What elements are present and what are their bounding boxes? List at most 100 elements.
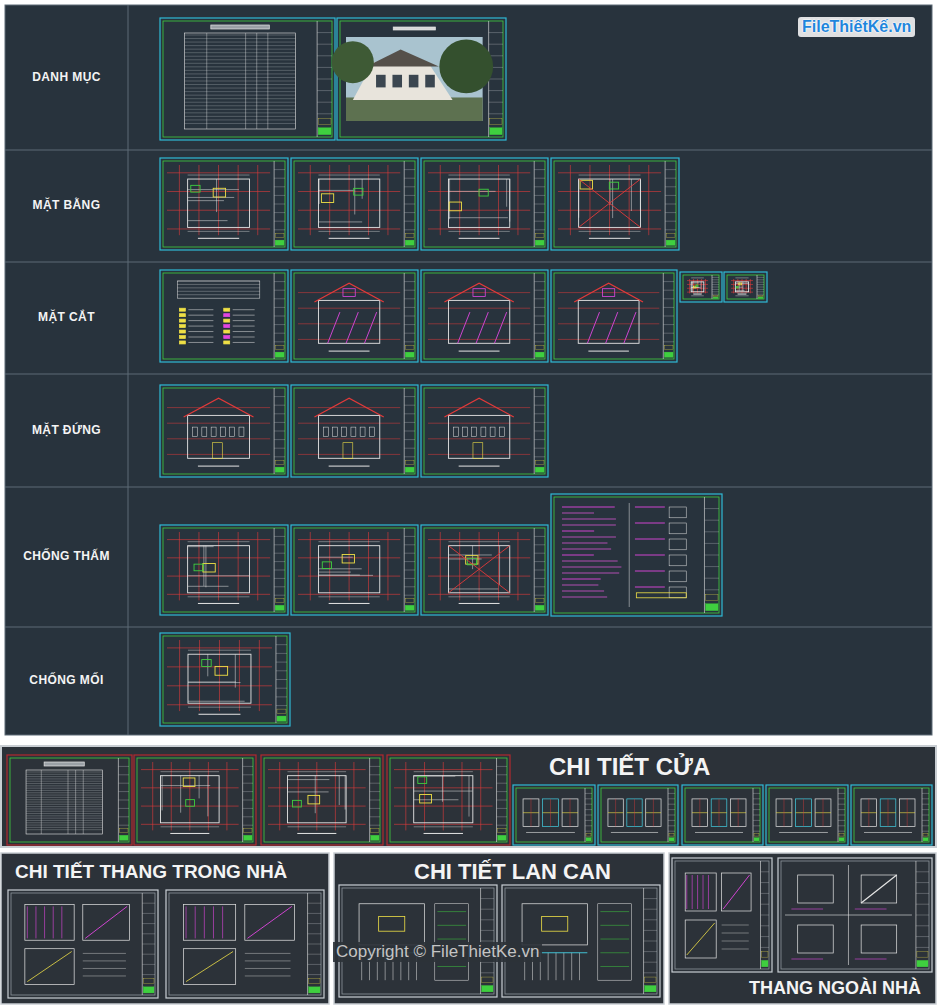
drawing-line [118,766,129,767]
drawing-rect [379,917,405,932]
drawing-rect [294,388,415,474]
drawing-line [428,210,530,211]
drawing-line [735,283,748,284]
drawing-rect [669,507,686,518]
drawing-line [188,320,213,321]
drawing-rect [675,861,769,969]
drawing-line [791,959,823,960]
drawing-line [571,953,572,980]
drawing-line [704,531,719,532]
drawing-line [733,279,734,293]
drawing-line [404,586,415,587]
drawing-line [317,79,332,80]
drawing-line [712,282,719,283]
drawing-rect [405,233,414,237]
drawing-line [704,578,719,579]
drawing-line [414,791,473,792]
drawing-line [274,298,285,299]
drawing-line [534,195,545,196]
drawing-line [703,875,704,909]
drawing-rect [598,904,632,980]
drawing-rect [309,987,320,993]
drawing-line [141,769,239,770]
drawing-line [404,413,415,414]
drawing-line [26,792,102,793]
drawing-line [329,165,330,235]
drawing-line [142,964,155,965]
drawing-rect [354,188,363,195]
drawing-line [459,165,460,235]
drawing-line [185,42,296,43]
drawing-line [562,519,616,520]
drawing-line [167,438,270,439]
drawing-line [663,324,674,325]
drawing-rect [578,300,639,343]
drawing-line [298,228,400,229]
drawing-line [697,279,698,293]
category-cell: MẶT BẰNG [5,150,128,262]
drawing-line [497,791,507,792]
drawing-line [226,762,227,830]
drawing-line [644,962,657,963]
drawing-sheet [332,18,506,140]
drawing-line [118,825,129,826]
drawing-sheet [766,785,848,845]
drawing-line [783,799,784,827]
drawing-line [26,783,102,784]
category-label: MẶT CẮT [38,311,95,325]
drawing-rect [498,829,506,833]
drawing-line [404,456,415,457]
drawing-line [448,588,498,589]
drawing-rect [586,838,591,841]
drawing-line [243,766,253,767]
drawing-rect [244,835,252,840]
drawing-line [498,532,499,600]
drawing-sheet [261,755,383,845]
drawing-line [170,833,209,834]
drawing-line [704,508,719,509]
drawing-rect [762,960,769,966]
drawing-rect [360,427,365,436]
drawing-rect [405,240,414,245]
drawing-rect [343,443,353,459]
drawing-line [635,555,665,556]
drawing-rect [727,275,764,299]
drawing-line [587,312,599,343]
drawing-line [916,947,929,948]
drawing-rect [351,427,356,436]
drawing-line [404,195,415,196]
section-panel: CHI TIẾT CỬA [1,746,936,847]
drawing-line [697,875,698,909]
drawing-rect [212,443,222,459]
drawing-line [329,238,370,239]
drawing-line [177,294,259,295]
drawing-line [5,150,932,151]
drawing-sheet [421,525,548,615]
drawing-line [218,165,219,235]
drawing-rect [244,829,252,833]
drawing-line [364,312,376,343]
drawing-line [534,169,545,170]
drawing-rect [899,799,915,827]
drawing-line [705,279,706,293]
drawing-rect [705,594,718,600]
drawing-line [746,279,747,293]
drawing-rect [923,838,928,841]
drawing-line [534,439,545,440]
drawing-line [188,541,250,542]
drawing-line [489,44,503,45]
drawing-line [404,290,415,291]
drawing-rect [83,905,130,941]
drawing-sheet [551,270,677,362]
drawing-rect [177,281,259,298]
roof-outline [314,398,383,417]
drawing-line [233,309,255,310]
drawing-line [179,532,180,600]
drawing-line [838,804,845,805]
drawing-line [161,771,220,772]
drawing-rect [169,893,321,995]
drawing-line [534,544,545,545]
drawing-rect [691,282,704,292]
drawing-line [274,422,285,423]
drawing-rect [371,835,379,840]
